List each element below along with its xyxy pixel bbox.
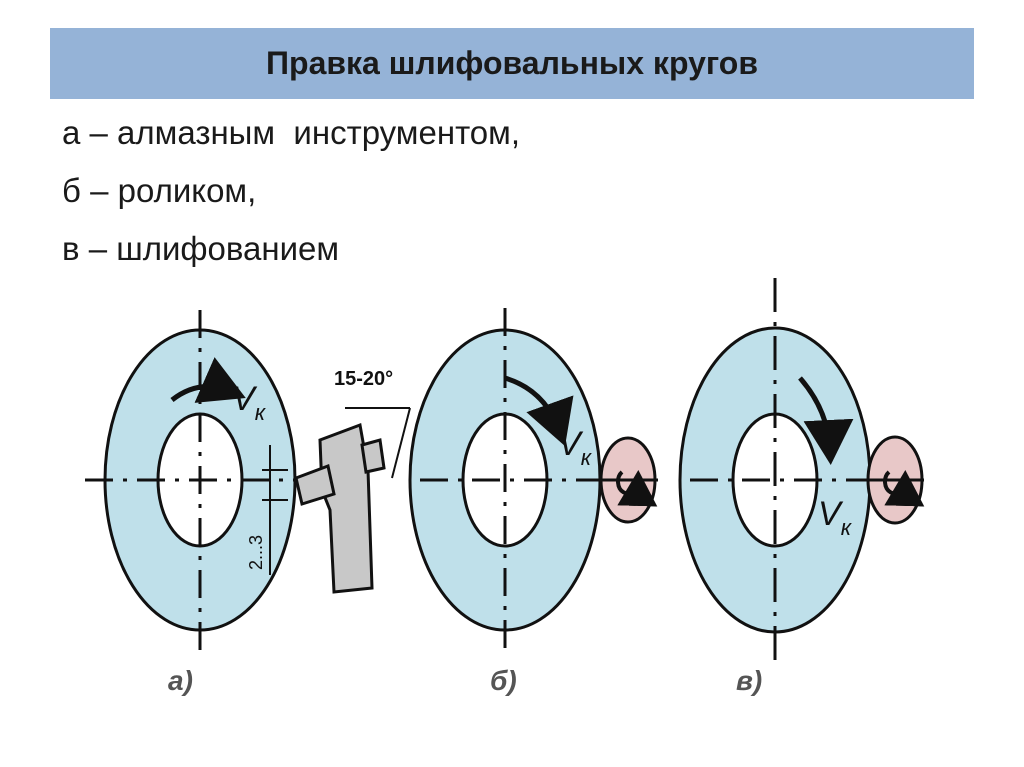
- legend-list: а – алмазным инструментом, б – роликом, …: [62, 110, 520, 284]
- dressing-diagram: Vк 2...3 15-20° Vк Vк: [85, 278, 925, 696]
- disc-c-rotation-icon: [883, 470, 925, 507]
- rotation-arrow-c: [798, 376, 854, 465]
- roller-b: [598, 436, 658, 524]
- tool-tip: [294, 463, 336, 506]
- grinding-disc-c: [866, 435, 925, 525]
- title-bar: Правка шлифовальных кругов: [50, 28, 974, 99]
- diamond-tool: 15-20°: [294, 368, 411, 594]
- wheel-a: Vк 2...3: [85, 310, 300, 650]
- legend-item-a: а – алмазным инструментом,: [62, 114, 521, 151]
- legend-item-c: в – шлифованием: [62, 230, 340, 267]
- velocity-label-c: Vк: [818, 495, 853, 540]
- angle-label: 15-20°: [334, 368, 393, 390]
- wheel-c: Vк: [678, 278, 872, 660]
- rotation-arrow-b: [504, 375, 574, 447]
- angle-line-2: [391, 407, 411, 479]
- sub-label-a: а): [168, 665, 193, 696]
- legend-item-b: б – роликом,: [62, 172, 257, 209]
- wheel-b: Vк: [408, 308, 602, 650]
- sub-label-c: в): [736, 665, 762, 696]
- roller-b-rotation-icon: [616, 470, 658, 507]
- tool-clamp: [360, 438, 386, 474]
- sub-label-b: б): [490, 665, 517, 696]
- slide-title: Правка шлифовальных кругов: [266, 45, 758, 81]
- velocity-label-b: Vк: [558, 425, 593, 470]
- rotation-arrow-a: [170, 357, 246, 403]
- velocity-label-a: Vк: [232, 380, 267, 425]
- dimension-label: 2...3: [246, 535, 266, 570]
